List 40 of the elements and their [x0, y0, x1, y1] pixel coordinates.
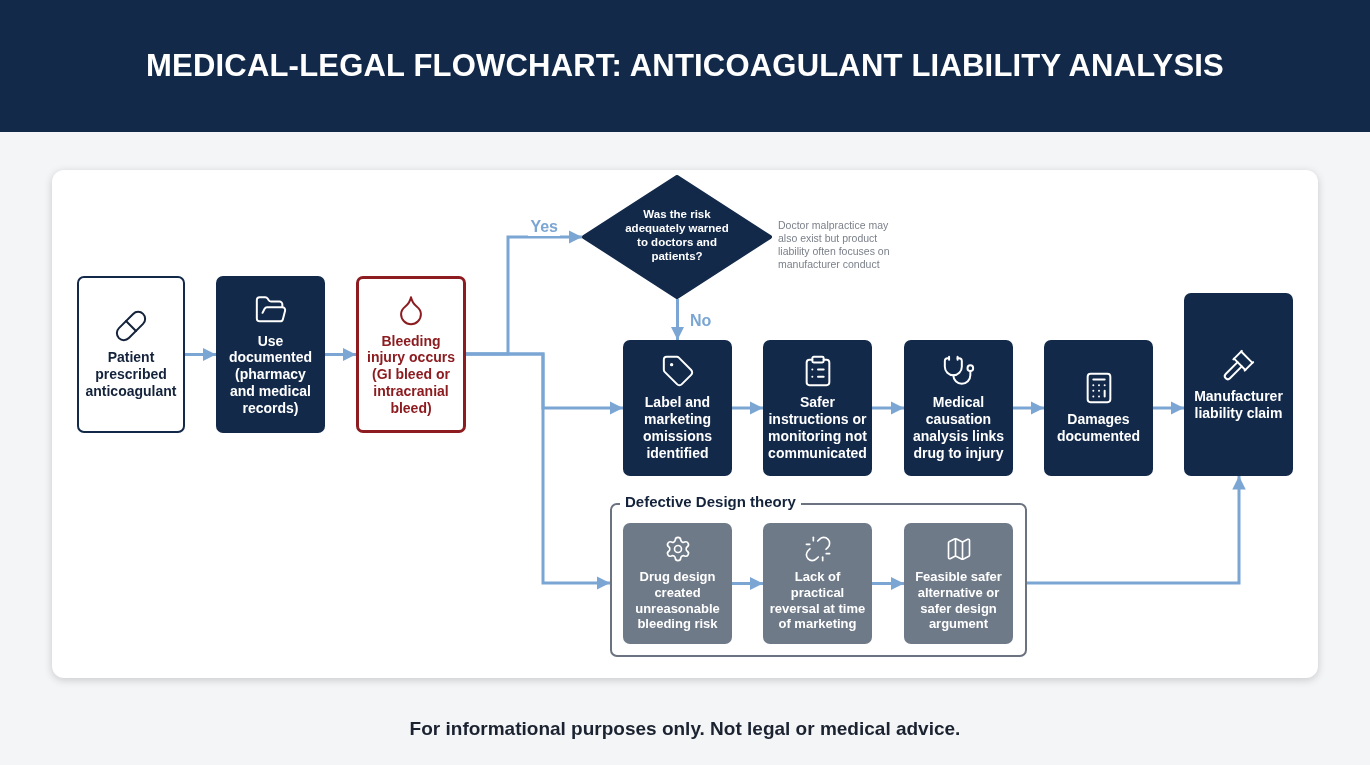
node-label: Bleeding injury occurs (GI bleed or intracranial bleed) [366, 332, 456, 417]
node-label: Drug design created unreasonable bleeding risk [634, 569, 721, 632]
node-label: Manufacturer liability claim [1193, 387, 1284, 422]
node-label: Medical causation analysis links drug to injury [911, 394, 1006, 462]
arrow [670, 299, 685, 340]
design-box [904, 523, 1013, 644]
edge-label: Yes [528, 218, 560, 236]
node-label: Label and marketing omissions identified [641, 394, 714, 462]
injury-box [356, 276, 466, 433]
group-heading: Defective Design theory [620, 493, 801, 510]
node-label: Patient prescribed anticoagulant [84, 349, 178, 400]
process-box [904, 340, 1013, 476]
process-box [216, 276, 325, 433]
disclaimer-note: For informational purposes only. Not legal or medical advice. [408, 718, 962, 740]
design-box [763, 523, 872, 644]
arrow [872, 576, 904, 591]
arrow [466, 352, 610, 590]
arrow [872, 401, 904, 415]
arrow [732, 576, 763, 591]
process-box [763, 340, 872, 476]
title: MEDICAL-LEGAL FLOWCHART: ANTICOAGULANT LIABILITY ANALYSIS [146, 48, 1224, 84]
arrow [1013, 401, 1044, 415]
process-box [77, 276, 185, 433]
design-box [623, 523, 732, 644]
node-label: Use documented (pharmacy and medical records) [227, 332, 314, 417]
node-label: Lack of practical reversal at time of marketing [768, 569, 867, 632]
process-box [1044, 340, 1153, 476]
process-box [623, 340, 732, 476]
arrow [732, 401, 763, 415]
node-label: Feasible safer alternative or safer design argument [914, 569, 1003, 632]
node-label: Damages documented [1055, 411, 1142, 445]
process-box [1184, 293, 1293, 476]
arrow [325, 347, 356, 362]
side-note: Doctor malpractice may also exist but product liability often focuses on manufacturer conduct [778, 219, 891, 272]
node-label: Was the risk adequately warned to doctors and patients? [624, 208, 730, 264]
node-label: Safer instructions or monitoring not communicated [768, 394, 867, 462]
decision-diamond [582, 175, 772, 299]
arrow [1153, 401, 1184, 415]
arrow [185, 347, 216, 362]
arrow [1027, 476, 1246, 585]
